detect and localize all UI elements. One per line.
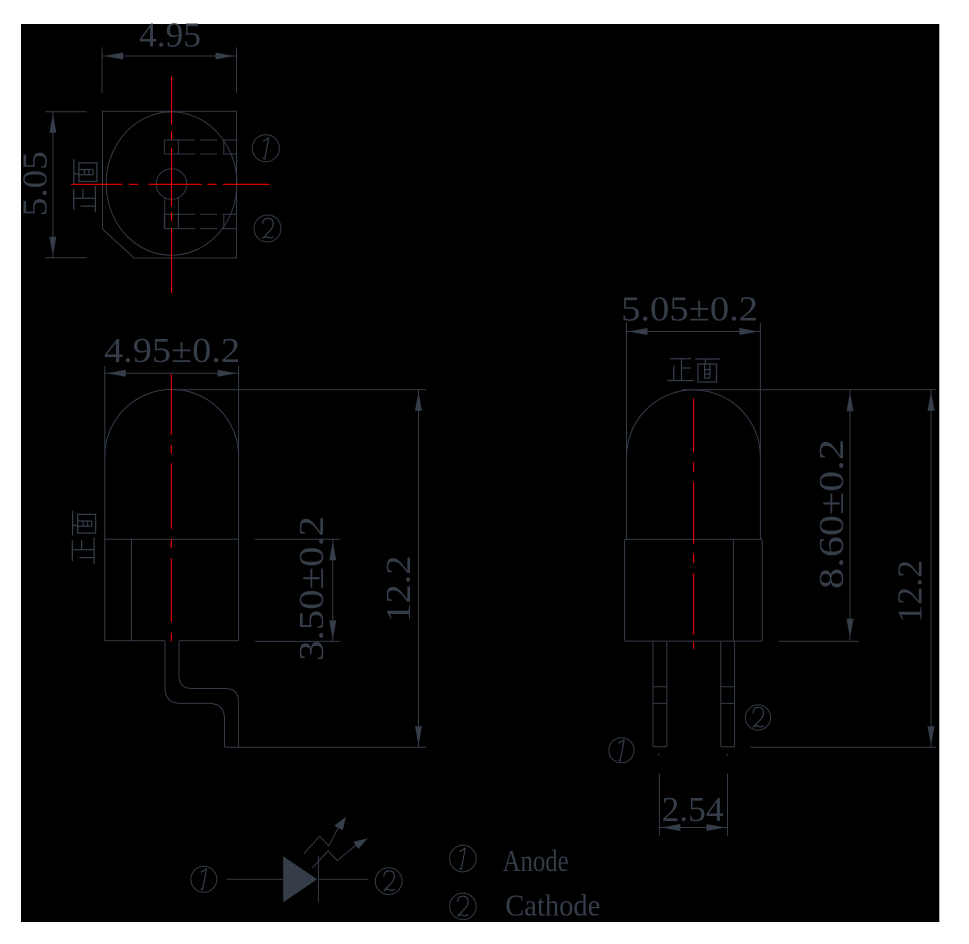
svg-text:5.05: 5.05	[16, 151, 55, 216]
svg-text:4.95±0.2: 4.95±0.2	[104, 331, 240, 370]
svg-text:Anode: Anode	[503, 843, 569, 878]
svg-text:Cathode: Cathode	[505, 888, 600, 923]
svg-text:12.2: 12.2	[891, 560, 930, 623]
svg-text:12.2: 12.2	[379, 556, 418, 623]
svg-text:4.95: 4.95	[139, 16, 201, 55]
svg-text:8.60±0.2: 8.60±0.2	[812, 439, 851, 589]
svg-text:5.05±0.2: 5.05±0.2	[621, 290, 758, 329]
svg-text:2.54: 2.54	[662, 790, 724, 829]
svg-text:3.50±0.2: 3.50±0.2	[292, 516, 331, 661]
